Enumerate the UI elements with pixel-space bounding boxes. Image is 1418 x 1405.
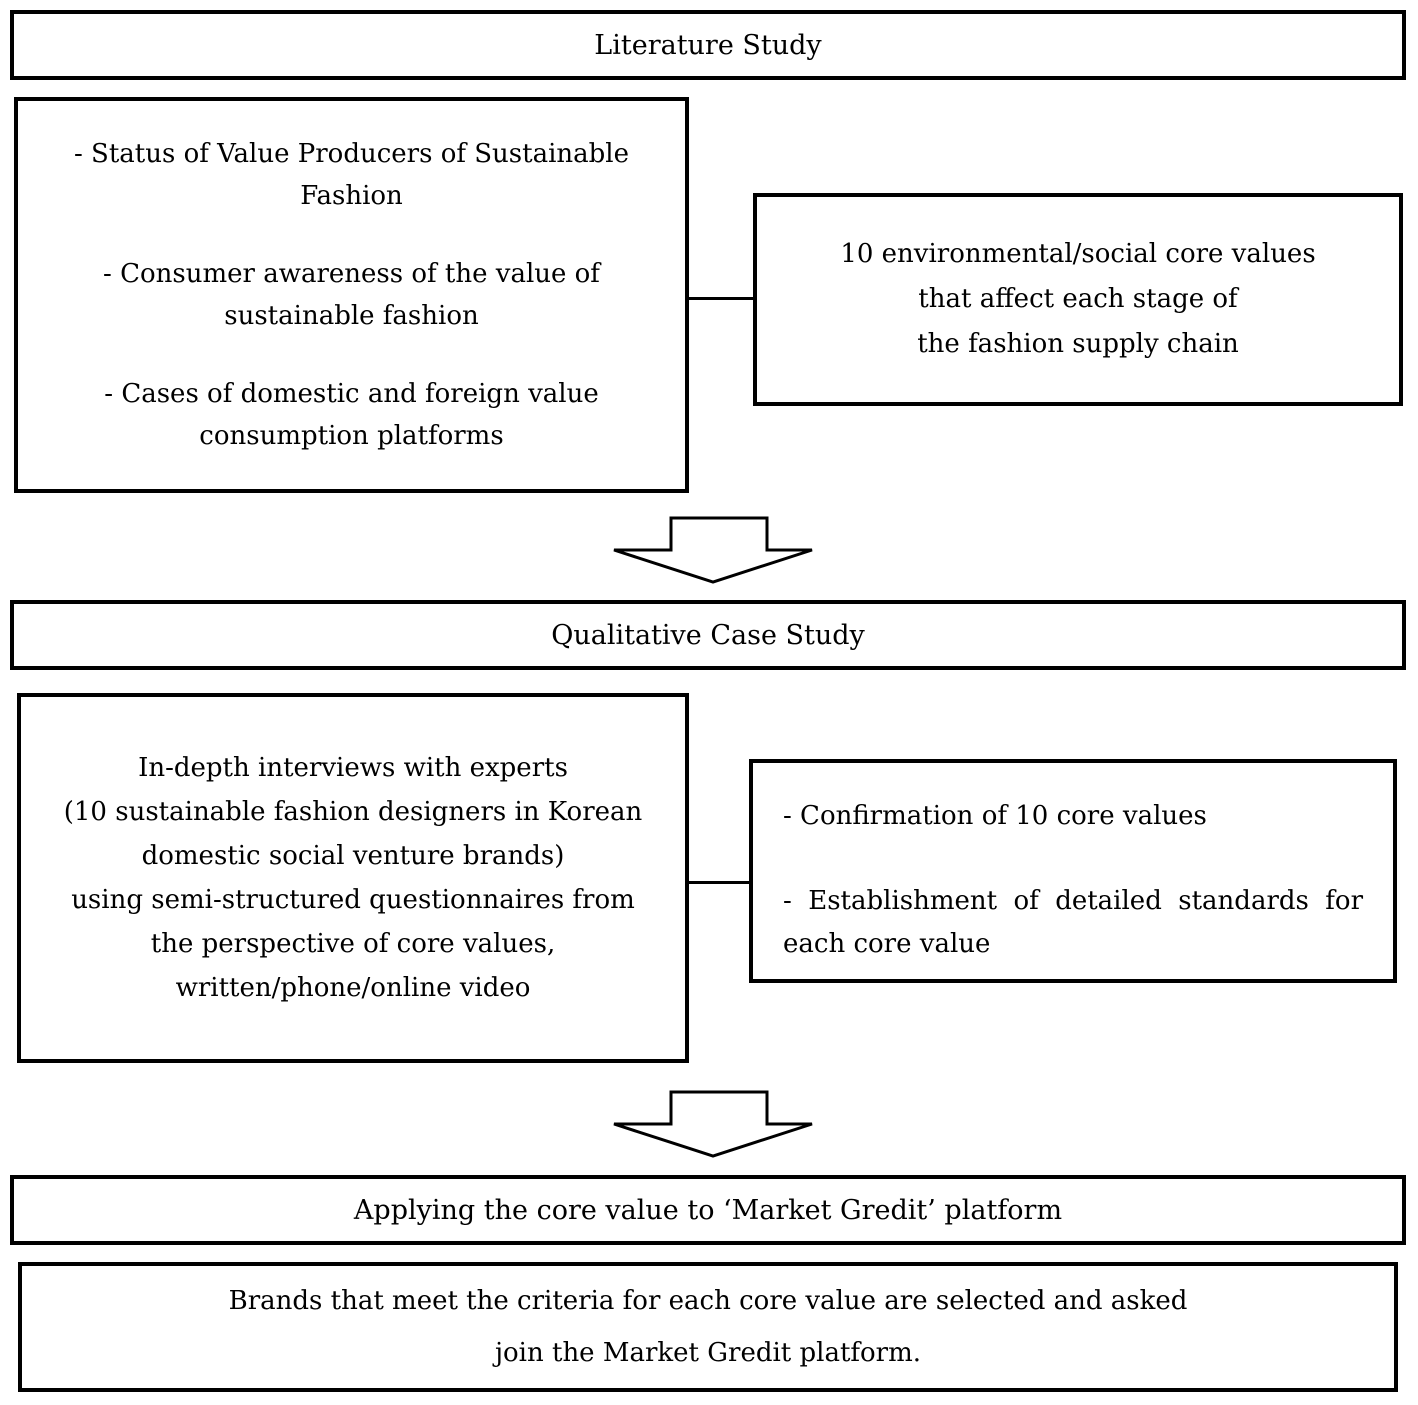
stage3-title: Applying the core value to ‘Market Gredi… bbox=[353, 1194, 1063, 1226]
stage2-outcome-box: - Confirmation of 10 core values - Estab… bbox=[749, 759, 1397, 983]
stage1-outcome-box: 10 environmental/social core values that… bbox=[753, 193, 1403, 406]
stage2-title: Qualitative Case Study bbox=[551, 619, 865, 651]
stage1-outcome-text: 10 environmental/social core values that… bbox=[840, 239, 1316, 359]
stage1-title: Literature Study bbox=[594, 29, 822, 61]
stage1-connector-line bbox=[687, 297, 753, 300]
stage2-method-box: In-depth interviews with experts (10 sus… bbox=[17, 693, 689, 1063]
stage1-title-bar: Literature Study bbox=[10, 10, 1406, 80]
topic-item: - Consumer awareness of the value of sus… bbox=[103, 259, 600, 331]
stage3-title-bar: Applying the core value to ‘Market Gredi… bbox=[10, 1175, 1406, 1245]
stage2-method-text: In-depth interviews with experts (10 sus… bbox=[63, 753, 643, 1003]
down-arrow-icon bbox=[613, 516, 813, 584]
stage2-outcome-item: - Confirmation of 10 core values bbox=[783, 801, 1207, 831]
topic-item: - Status of Value Producers of Sustainab… bbox=[73, 139, 629, 211]
stage3-result-text: Brands that meet the criteria for each c… bbox=[228, 1286, 1188, 1368]
stage3-result-box: Brands that meet the criteria for each c… bbox=[18, 1262, 1398, 1392]
topic-item: - Cases of domestic and foreign value co… bbox=[104, 379, 599, 451]
stage2-title-bar: Qualitative Case Study bbox=[10, 600, 1406, 670]
stage1-topics-box: - Status of Value Producers of Sustainab… bbox=[14, 97, 689, 493]
down-arrow-icon bbox=[613, 1090, 813, 1158]
stage2-connector-line bbox=[687, 881, 749, 884]
stage2-outcome-item: - Establishment of detailed standards fo… bbox=[783, 886, 1363, 959]
